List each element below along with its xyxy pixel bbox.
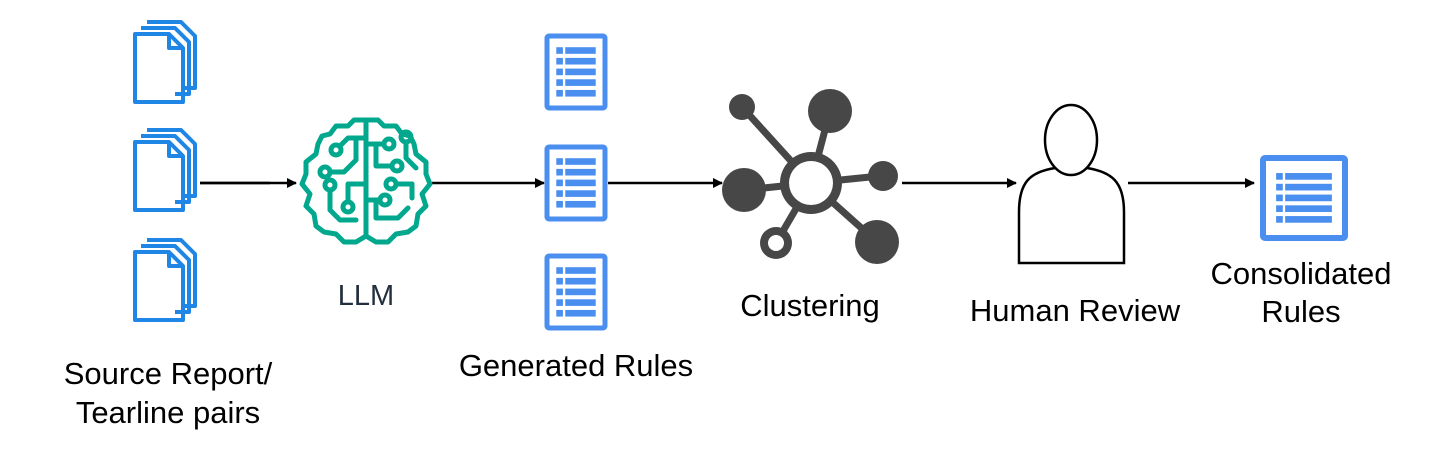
llm-label: LLM xyxy=(337,280,395,312)
source-documents xyxy=(133,20,197,322)
network-hub-icon xyxy=(722,89,899,264)
list-document-icon xyxy=(1260,155,1348,241)
document-stack-icon xyxy=(133,128,197,212)
list-document-icon xyxy=(544,33,608,111)
brain-circuit-icon xyxy=(299,117,433,245)
human-review-label: Human Review xyxy=(969,293,1181,328)
person-icon xyxy=(1017,103,1126,265)
generated-rules-label: Generated Rules xyxy=(458,348,694,383)
list-document-icon xyxy=(544,144,608,222)
document-stack-icon xyxy=(133,238,197,322)
consolidated-rules-group xyxy=(1260,155,1348,241)
clustering-label: Clustering xyxy=(740,288,880,323)
generated-rules-group xyxy=(544,33,608,331)
list-document-icon xyxy=(544,253,608,331)
source-label-line2: Tearline pairs xyxy=(75,395,261,430)
consolidated-label-line2: Rules xyxy=(1261,294,1341,329)
document-stack-icon xyxy=(133,20,197,104)
consolidated-label-line1: Consolidated xyxy=(1210,256,1392,291)
source-label-line1: Source Report/ xyxy=(63,356,273,391)
